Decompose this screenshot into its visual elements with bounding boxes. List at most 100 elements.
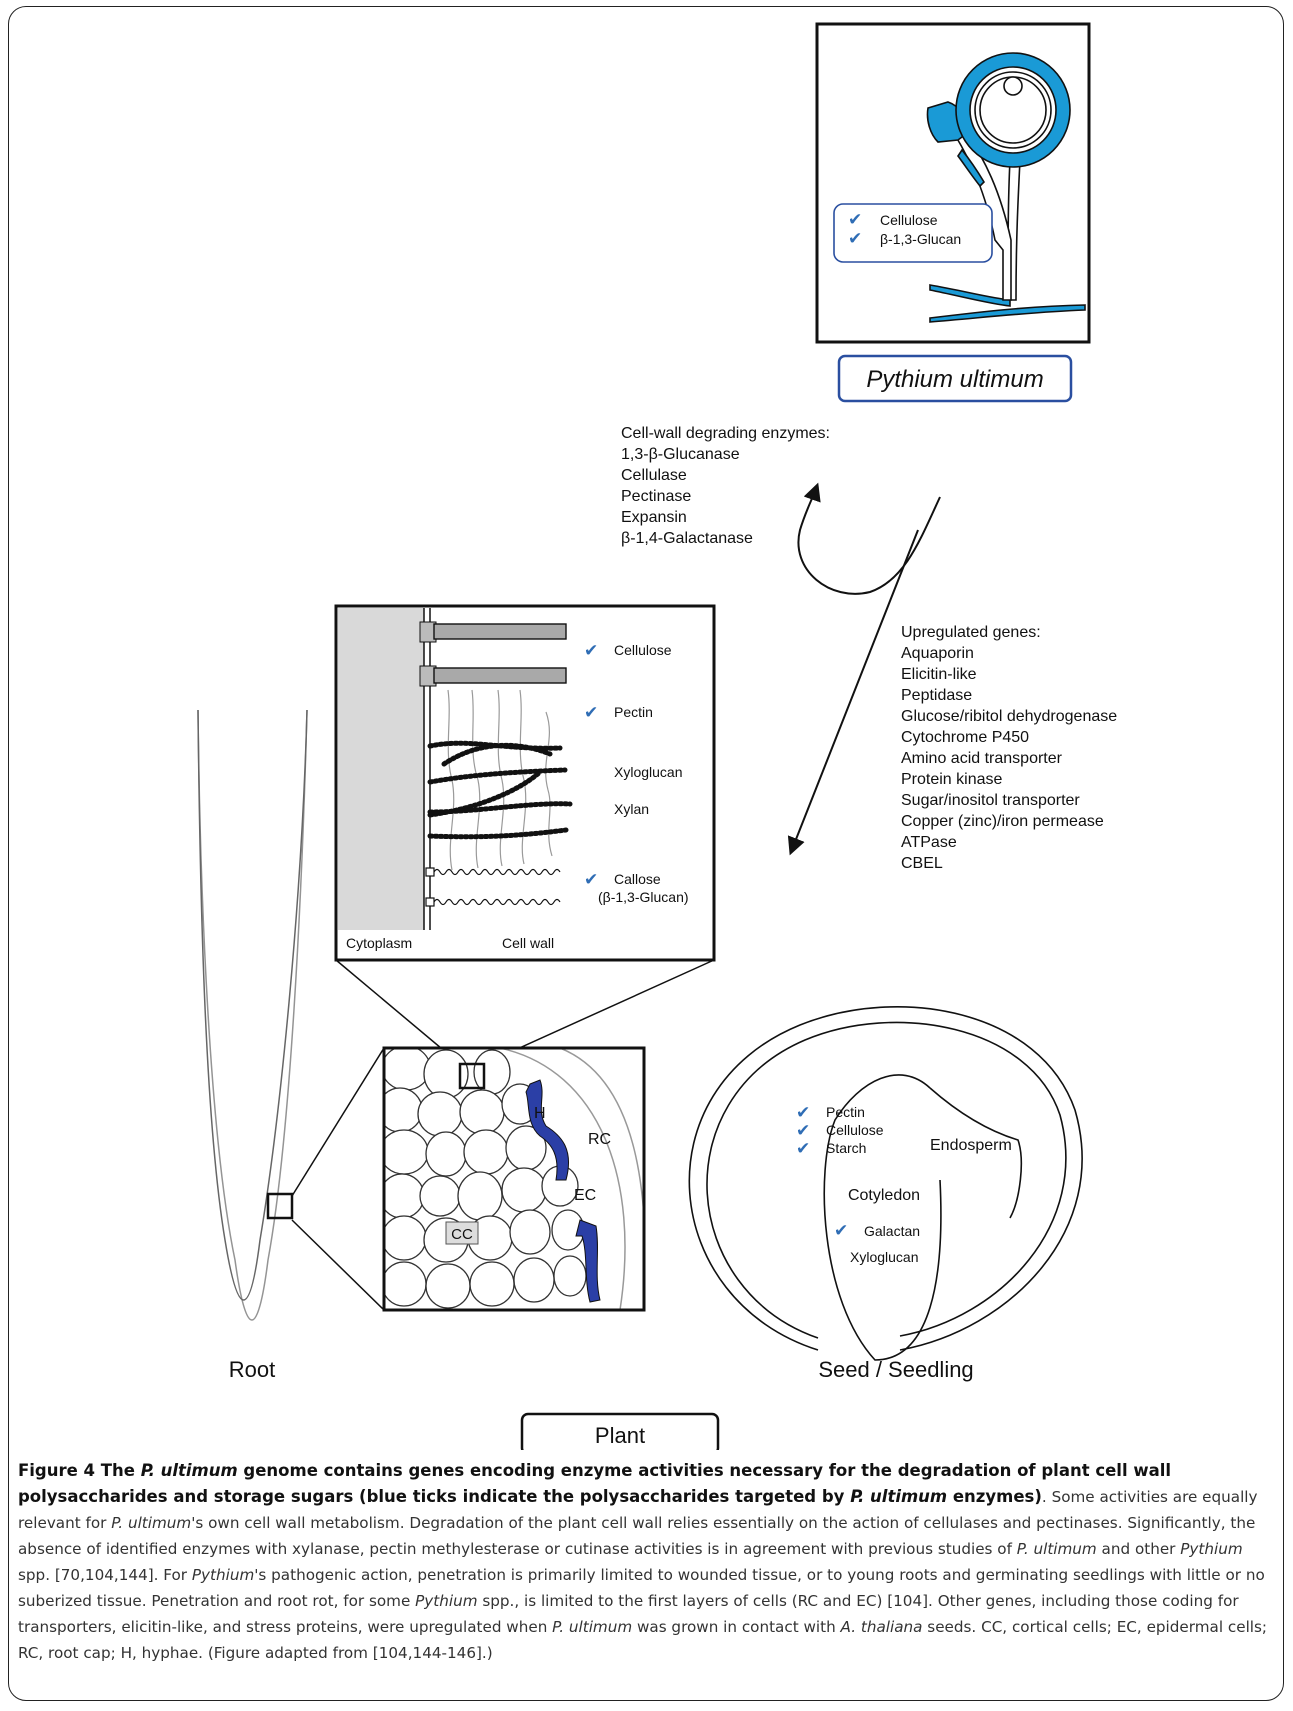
figure-caption: Figure 4 The P. ultimum genome contains … [18,1458,1274,1666]
plant-title: Plant [595,1423,645,1448]
caption-body: spp. [70,104,144]. For [18,1566,192,1584]
section-zoom-marker [458,1062,486,1090]
seed-label: Seed / Seedling [818,1357,973,1382]
gene-item: ATPase [901,834,957,851]
gene-item: Elicitin-like [901,666,977,683]
caption-title-species: P. ultimum [140,1461,238,1480]
label-callose-sub: (β-1,3-Glucan) [598,889,689,905]
caption-title-text: enzymes) [947,1487,1042,1506]
pythium-title-box [837,354,1073,403]
label-cytoplasm: Cytoplasm [346,935,412,951]
caption-body: and other [1096,1540,1181,1558]
tick-icon: ✔ [584,703,598,722]
root-outline [197,709,308,1321]
cellulose-fibrils [419,621,567,687]
caption-species: P. ultimum [552,1618,633,1636]
root-label: Root [229,1357,275,1382]
caption-title: Figure 4 The P. ultimum genome contains … [18,1461,1171,1506]
tick-icon: ✔ [848,229,862,248]
label-cellulose: Cellulose [614,642,672,658]
enzymes-heading: Cell-wall degrading enzymes: [621,425,830,442]
tick-icon: ✔ [834,1221,848,1240]
label-pectin: Pectin [614,704,653,720]
gene-item: Aquaporin [901,645,974,662]
label-epidermal: EC [574,1187,596,1204]
label-root-cap: RC [588,1131,611,1148]
caption-body: . Some activities are equally relevant f… [18,1488,1258,1532]
caption-body: was grown in contact with [632,1618,841,1636]
hemicellulose-chains [427,740,573,840]
label-hyphae: H [534,1105,546,1122]
enzyme-item: Cellulase [621,467,687,484]
pythium-wall-glucan: β-1,3-Glucan [880,231,961,247]
gene-item: CBEL [901,855,943,872]
caption-title-text: genome contains genes encoding enzyme ac… [18,1461,1172,1506]
caption-species: Pythium [415,1592,478,1610]
caption-species: Pythium [1180,1540,1243,1558]
tick-icon: ✔ [796,1103,810,1122]
gene-item: Glucose/ribitol dehydrogenase [901,708,1117,725]
secretion-loop-arrow [797,482,941,595]
gene-item: Copper (zinc)/iron permease [901,813,1104,830]
seed-item-starch: Starch [826,1140,866,1156]
caption-body: spp., is limited to the first layers of … [18,1592,1239,1636]
pythium-panel: ✔ Cellulose ✔ β-1,3-Glucan [815,22,1091,344]
label-callose: Callose [614,871,661,887]
enzyme-item: 1,3-β-Glucanase [621,446,740,463]
pythium-title: Pythium ultimum [866,366,1043,393]
callose-lines [425,867,561,907]
interaction-arrow [787,529,919,856]
enzyme-item: Expansin [621,509,687,526]
tick-icon: ✔ [584,641,598,660]
root-zoom-marker [266,1192,294,1220]
root-section-panel: H RC EC CC [382,1046,646,1312]
gene-item: Peptidase [901,687,972,704]
genes-list: Upregulated genes: Aquaporin Elicitin-li… [901,624,1117,872]
hyphae [525,1079,601,1303]
label-endosperm: Endosperm [930,1137,1012,1154]
seed-item-pectin: Pectin [826,1104,865,1120]
caption-species: P. ultimum [111,1514,192,1532]
caption-body: 's own cell wall metabolism. Degradation… [18,1514,1256,1558]
caption-figure-label: Figure 4 [18,1461,96,1480]
caption-species: P. ultimum [1016,1540,1097,1558]
seed-item-cellulose: Cellulose [826,1122,884,1138]
cytoplasm-region [338,608,424,930]
caption-species: A. thaliana [840,1618,923,1636]
gene-item: Sugar/inositol transporter [901,792,1080,809]
seed-item-xyloglucan: Xyloglucan [850,1249,919,1265]
cortical-cells [384,1048,587,1309]
label-xylan: Xylan [614,801,649,817]
seed-item-galactan: Galactan [864,1223,920,1239]
caption-title-species: P. ultimum [850,1487,948,1506]
label-cortical: CC [451,1226,473,1243]
pythium-legend-box [833,203,993,263]
enzyme-item: β-1,4-Galactanase [621,530,753,547]
caption-title-text: The [100,1461,141,1480]
pythium-wall-cellulose: Cellulose [880,212,938,228]
tick-icon: ✔ [796,1139,810,1158]
figure-frame [8,6,1284,1701]
plant-title-box [520,1412,720,1450]
cortical-cell-marker [445,1221,479,1245]
gene-item: Cytochrome P450 [901,729,1029,746]
enzymes-list: Cell-wall degrading enzymes: 1,3-β-Gluca… [621,425,830,547]
gene-item: Protein kinase [901,771,1002,788]
seed-drawing [688,1006,1083,1361]
tick-icon: ✔ [796,1121,810,1140]
label-cell-wall: Cell wall [502,935,554,951]
cell-wall-panel: ✔ Cellulose ✔ Pectin Xyloglucan Xylan ✔ … [334,604,716,962]
hypha-drawing [926,52,1086,323]
tick-icon: ✔ [848,210,862,229]
label-cotyledon: Cotyledon [848,1187,920,1204]
label-xyloglucan: Xyloglucan [614,764,683,780]
gene-item: Amino acid transporter [901,750,1063,767]
diagram: ✔ Cellulose ✔ β-1,3-Glucan Pythium ultim… [197,22,1117,1450]
tick-icon: ✔ [584,870,598,889]
caption-body: seeds. CC, cortical cells; EC, epidermal… [18,1618,1268,1662]
pectin-strands [447,689,553,871]
caption-body: 's pathogenic action, penetration is pri… [18,1566,1265,1610]
caption-species: Pythium [191,1566,255,1584]
genes-heading: Upregulated genes: [901,624,1041,641]
enzyme-item: Pectinase [621,488,691,505]
